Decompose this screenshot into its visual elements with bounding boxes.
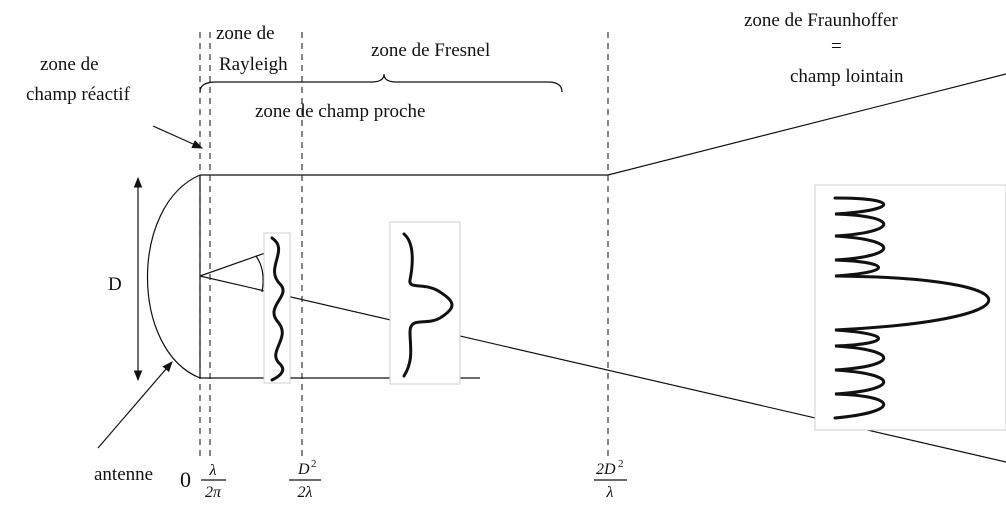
tick3-denominator: λ (606, 484, 614, 501)
tick2-numerator-base: D (297, 461, 310, 478)
antenna-arrow (97, 361, 173, 449)
divergence-lower-line (199, 275, 1006, 463)
near-field-label: zone de champ proche (255, 101, 425, 122)
fresnel-wavefront (402, 232, 454, 378)
tick2-denominator: 2λ (298, 484, 313, 501)
rayleigh-wavefront (270, 236, 285, 382)
antenna-dish (146, 174, 201, 379)
axis-tick-2d2-over-lambda: 2D 2 λ (594, 458, 627, 501)
tick3-numerator-base: 2D (596, 461, 616, 478)
near-field-brace (199, 73, 563, 93)
rayleigh-label-line1: zone de (216, 23, 275, 44)
divergence-upper-line (607, 73, 1006, 176)
rayleigh-label-line2: Rayleigh (219, 54, 288, 75)
reactive-zone-label-line2: champ réactif (26, 84, 131, 105)
fresnel-wavefront-box (389, 221, 461, 385)
fraunhofer-equals: = (831, 36, 842, 57)
antenna-label: antenne (94, 464, 153, 485)
axis-tick-lambda-over-2pi: λ 2π (201, 462, 226, 501)
tick3-numerator-exp: 2 (618, 458, 624, 470)
fraunhofer-label-line2: champ lointain (790, 66, 904, 87)
axis-tick-d2-over-2lambda: D 2 2λ (289, 458, 321, 501)
reactive-zone-arrow (152, 125, 203, 149)
tick2-numerator-exp: 2 (311, 458, 317, 470)
axis-zero: 0 (180, 467, 191, 492)
tick1-numerator: λ (209, 462, 217, 479)
beam-angle-arc (255, 255, 264, 293)
reactive-zone-label-line1: zone de (40, 54, 99, 75)
fresnel-label: zone de Fresnel (371, 40, 490, 61)
fraunhofer-label-line1: zone de Fraunhoffer (744, 10, 898, 31)
far-field-pattern-box (814, 184, 1006, 431)
far-field-pattern (833, 196, 991, 420)
tick1-denominator: 2π (205, 484, 222, 501)
diameter-label: D (108, 274, 122, 295)
